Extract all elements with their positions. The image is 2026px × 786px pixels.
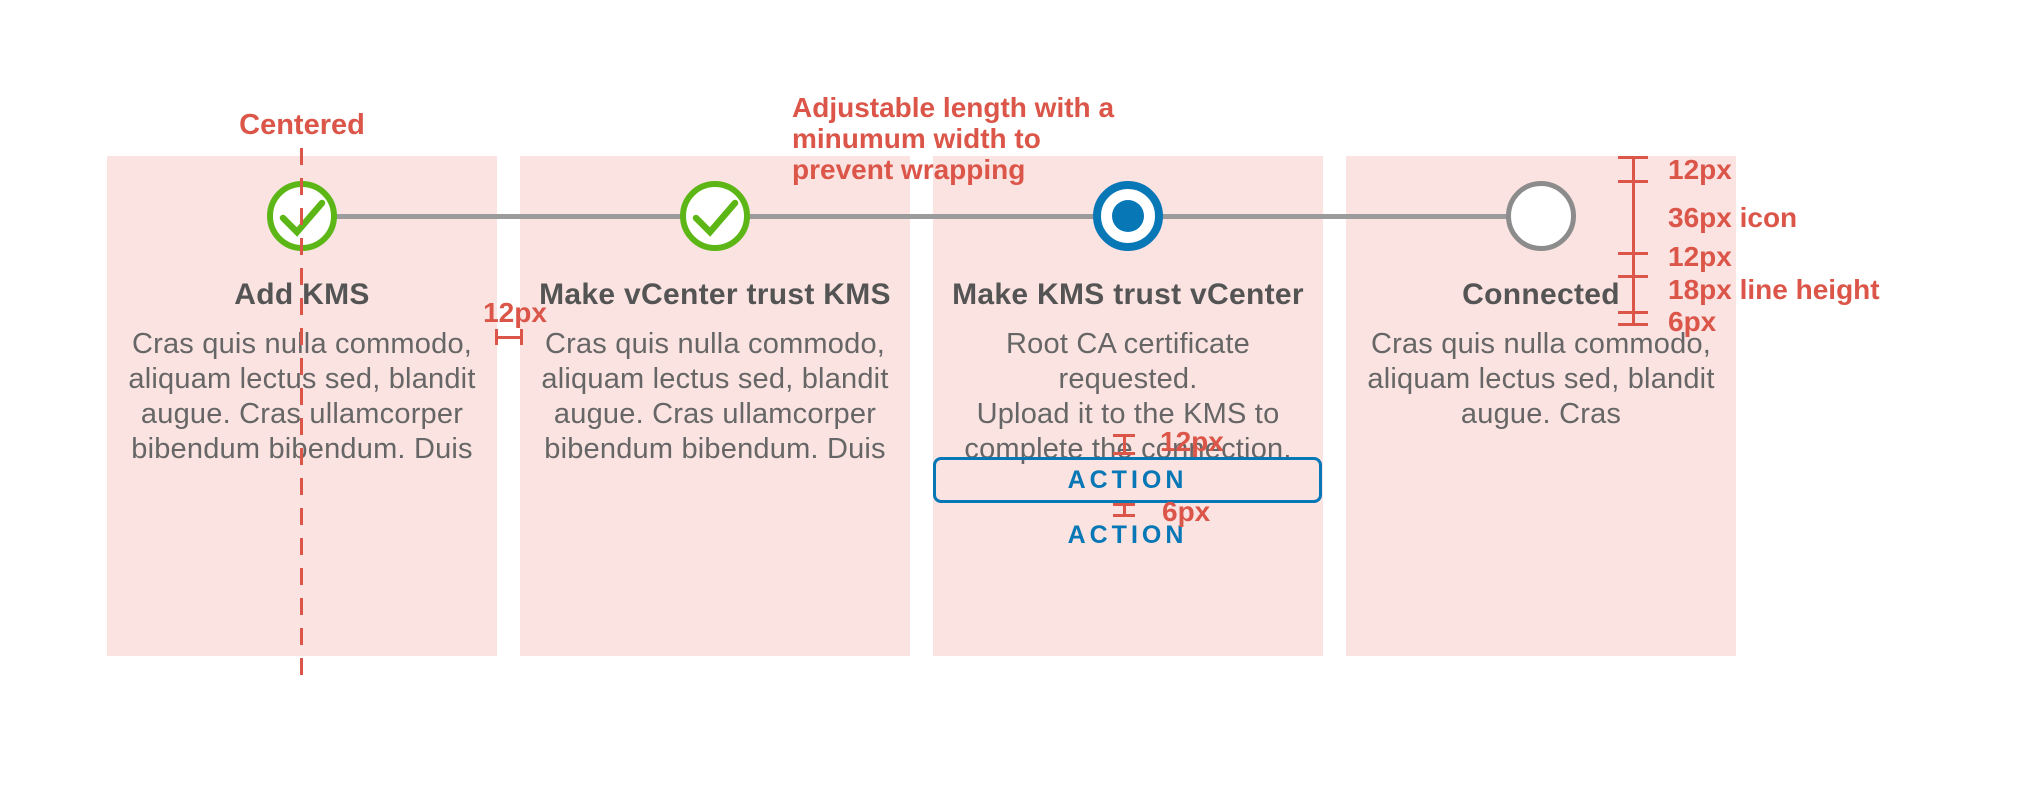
ruler-annotation-18px-line-height: 18px line height (1668, 274, 1880, 305)
ruler-tick (1618, 311, 1648, 314)
current-step-dot (1112, 200, 1144, 232)
ruler-annotation-36px-icon: 36px icon (1668, 202, 1798, 233)
gap-measure-bracket-cap (520, 329, 523, 345)
annotation-line: prevent wrapping (792, 154, 1026, 185)
measure-ibeam-cap (1113, 434, 1135, 437)
action-link[interactable]: ACTION (1067, 521, 1188, 549)
step-title: Make KMS trust vCenter (952, 278, 1304, 311)
body-line: Cras quis nulla commodo, (544, 328, 886, 360)
annotation-line: minumum width to (792, 123, 1041, 154)
step-title: Make vCenter trust KMS (539, 278, 891, 311)
action-button[interactable]: ACTION (933, 457, 1322, 503)
measure-ibeam-cap (1113, 452, 1135, 455)
panel-gap-annotation: 12px (483, 297, 547, 328)
gap-measure-bracket (497, 336, 522, 339)
empty-step-icon (1506, 181, 1576, 251)
center-guide-dashed-line (300, 148, 303, 678)
ruler-annotation-6px: 6px (1668, 306, 1717, 337)
ruler-annotation-12px-top: 12px (1668, 154, 1732, 185)
measure-ibeam (1123, 436, 1126, 455)
step-description: Cras quis nulla commodo, aliquam lectus … (520, 327, 910, 467)
ruler-tick (1618, 275, 1648, 278)
ruler-annotation-12px-bottom: 12px (1668, 241, 1732, 272)
adjustable-length-annotation: Adjustable length with a minumum width t… (792, 92, 1114, 185)
measure-ibeam-cap (1113, 503, 1135, 506)
body-line: aliquam lectus sed, blandit (541, 363, 889, 395)
step-title: Connected (1462, 278, 1620, 311)
body-line: Cras quis nulla commodo, (1370, 328, 1712, 360)
body-line: aliquam lectus sed, blandit (1367, 363, 1715, 395)
body-line: Root CA certificate requested. (1006, 328, 1250, 395)
body-line: Upload it to the KMS to (976, 398, 1280, 430)
measure-ibeam (1123, 504, 1126, 516)
stepper-connector-line (301, 214, 1541, 219)
annotation-line: Adjustable length with a (792, 92, 1115, 123)
gap-measure-bracket-cap (495, 329, 498, 345)
current-step-icon (1093, 181, 1163, 251)
body-line: augue. Cras ullamcorper (553, 398, 877, 430)
button-top-gap-annotation: 12px (1160, 426, 1224, 457)
ruler-tick (1618, 252, 1648, 255)
body-line: augue. Cras (1460, 398, 1622, 430)
measure-ibeam-cap (1113, 514, 1135, 517)
body-line: bibendum bibendum. Duis (544, 433, 886, 465)
centered-annotation: Centered (239, 109, 365, 141)
step-description: Root CA certificate requested. Upload it… (933, 327, 1323, 467)
button-bottom-gap-annotation: 6px (1162, 496, 1211, 527)
ruler-tick (1618, 180, 1648, 183)
ruler-tick (1618, 156, 1648, 159)
step-description: Cras quis nulla commodo, aliquam lectus … (1346, 327, 1736, 432)
check-circle-icon (680, 181, 750, 251)
ruler-tick (1618, 323, 1648, 326)
vertical-measure-ruler (1632, 157, 1635, 325)
